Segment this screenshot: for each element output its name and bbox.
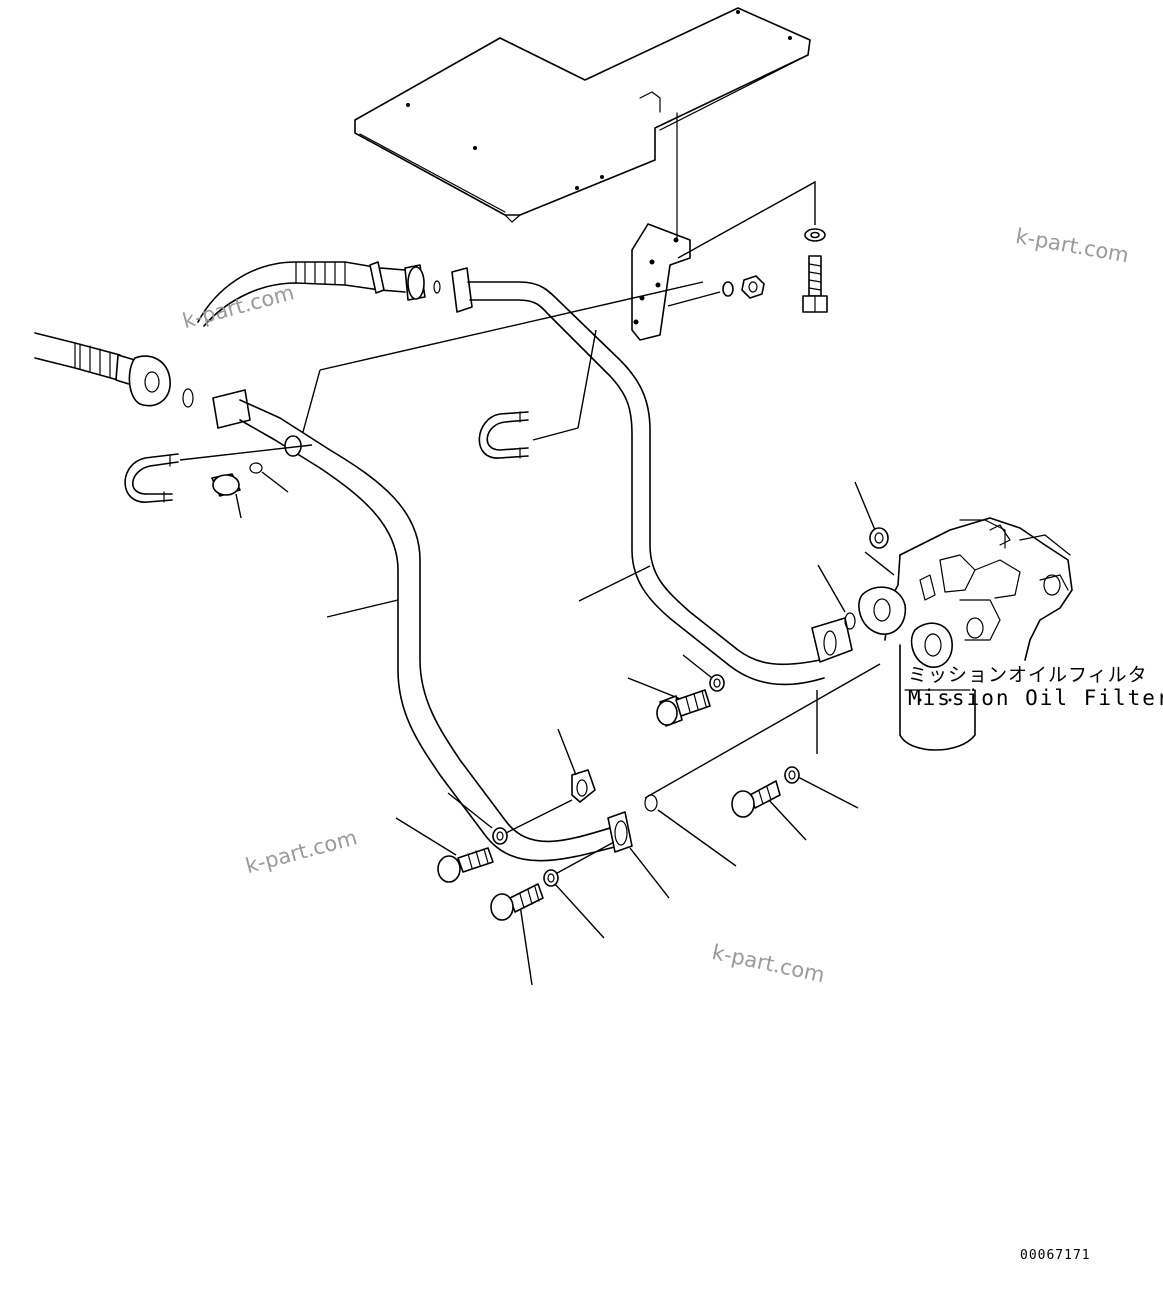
leader-lines <box>302 281 895 986</box>
filter-label-japanese: ミッションオイルフィルタ <box>908 664 1148 686</box>
pipe-clamp <box>557 728 596 803</box>
plug-oring <box>211 462 289 519</box>
drawing-number: 00067171 <box>1020 1248 1091 1263</box>
lower-hose <box>34 332 194 408</box>
bolt-left-lower <box>437 827 508 883</box>
u-bolt-upper <box>478 329 597 459</box>
nut-washer-bracket <box>667 275 765 307</box>
bolt-mid <box>656 674 725 727</box>
mounting-plate <box>354 7 811 223</box>
bracket <box>631 112 691 341</box>
lower-pipe <box>212 389 633 862</box>
upper-pipe <box>451 267 856 686</box>
bolt-bottom <box>490 869 559 921</box>
bolt-top-right <box>677 180 828 313</box>
u-bolt-lower <box>124 444 313 503</box>
upper-hose <box>197 261 441 327</box>
filter-label-english: Mission Oil Filter <box>908 686 1163 710</box>
bolt-right <box>644 766 800 818</box>
mission-oil-filter <box>858 517 1073 751</box>
